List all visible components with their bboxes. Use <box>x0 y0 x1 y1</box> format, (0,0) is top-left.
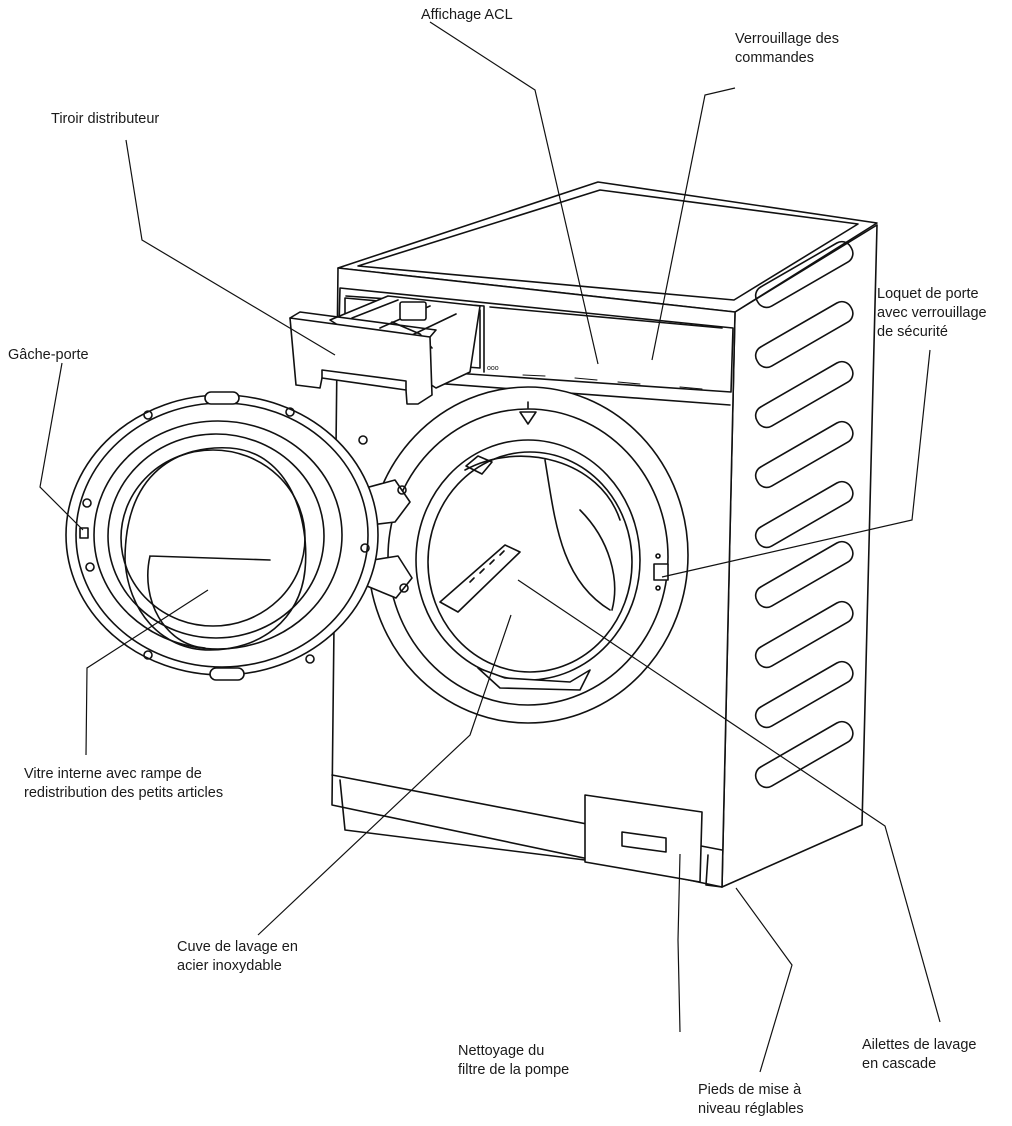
door-latch <box>653 563 669 581</box>
door-screw <box>143 410 153 420</box>
drum-contour <box>464 455 621 611</box>
leader-dispenser-drawer <box>125 139 336 356</box>
cabinet-top-inner <box>357 189 859 301</box>
leader-leveling-feet <box>735 887 793 1073</box>
leader-inner-glass <box>85 589 209 756</box>
door-glass-ramp <box>147 555 271 649</box>
drawer-front-edge <box>289 311 437 338</box>
label-door-latch: Loquet de porte avec verrouillage de séc… <box>877 286 987 340</box>
pump-filter-cover <box>584 794 703 883</box>
display-window <box>489 306 723 329</box>
label-inner-glass: Vitre interne avec rampe de redistributi… <box>24 766 224 801</box>
door-screw <box>85 562 95 572</box>
drum-top-notch <box>465 455 493 475</box>
leader-door-strike <box>39 362 84 531</box>
vent-slot <box>754 600 854 669</box>
door-glass-bowl <box>124 446 307 651</box>
drum-lifter <box>439 544 521 613</box>
brand-mark: ooo <box>487 365 499 372</box>
door-strike <box>79 527 89 539</box>
leveling-foot <box>705 854 723 888</box>
label-dispenser-drawer: Tiroir distributeur <box>51 111 160 127</box>
latch-dot <box>655 553 661 559</box>
door-screw <box>285 407 295 417</box>
drawer-front <box>289 317 433 405</box>
drawer-softener-cap <box>399 301 427 321</box>
hinge-screw <box>399 583 409 593</box>
vent-slot <box>754 480 854 549</box>
leader-door-latch <box>661 349 931 578</box>
label-door-strike: Gâche-porte <box>8 347 89 363</box>
vent-slot <box>754 540 854 609</box>
hinge-screw <box>397 485 407 495</box>
door-handle-bottom <box>209 667 245 681</box>
label-pump-filter: Nettoyage du filtre de la pompe <box>458 1043 570 1078</box>
door-screw <box>360 543 370 553</box>
side-vent-slots <box>754 240 854 789</box>
display-indicators: ooo <box>487 365 703 390</box>
drawer-front-inner <box>321 369 407 391</box>
label-lcd-display: Affichage ACL <box>421 7 513 23</box>
vent-slot <box>754 720 854 789</box>
label-lifters: Ailettes de lavage en cascade <box>862 1037 977 1072</box>
label-leveling-feet: Pieds de mise à niveau réglables <box>698 1082 804 1117</box>
door-screw <box>358 435 368 445</box>
drum-rim <box>427 451 633 673</box>
leader-lifters <box>517 579 941 1023</box>
vent-slot <box>754 660 854 729</box>
door-ring-4 <box>107 433 325 639</box>
leader-pump-filter <box>677 853 681 1033</box>
label-wash-tub: Cuve de lavage en acier inoxydable <box>177 939 298 974</box>
vent-slot <box>754 240 854 309</box>
door-lock-symbol <box>519 401 537 425</box>
open-door <box>65 391 379 681</box>
label-control-lock: Verrouillage des commandes <box>735 31 839 66</box>
door-outer-ring <box>65 394 379 676</box>
pump-filter-grip <box>621 831 667 853</box>
vent-slot <box>754 360 854 429</box>
dispenser-drawer <box>289 295 481 405</box>
vent-slot <box>754 300 854 369</box>
door-screw <box>305 654 315 664</box>
latch-dot <box>655 585 661 591</box>
door-handle-top <box>204 391 240 405</box>
drum-bottom-lip <box>477 667 591 691</box>
leader-lcd-display <box>429 21 599 365</box>
door-screw <box>82 498 92 508</box>
door-opening <box>367 386 689 724</box>
vent-slot <box>754 420 854 489</box>
leader-lines <box>39 21 941 1073</box>
leader-wash-tub <box>257 614 512 936</box>
door-screw <box>143 650 153 660</box>
leader-control-lock <box>651 87 736 361</box>
lifter-holes <box>469 550 505 583</box>
